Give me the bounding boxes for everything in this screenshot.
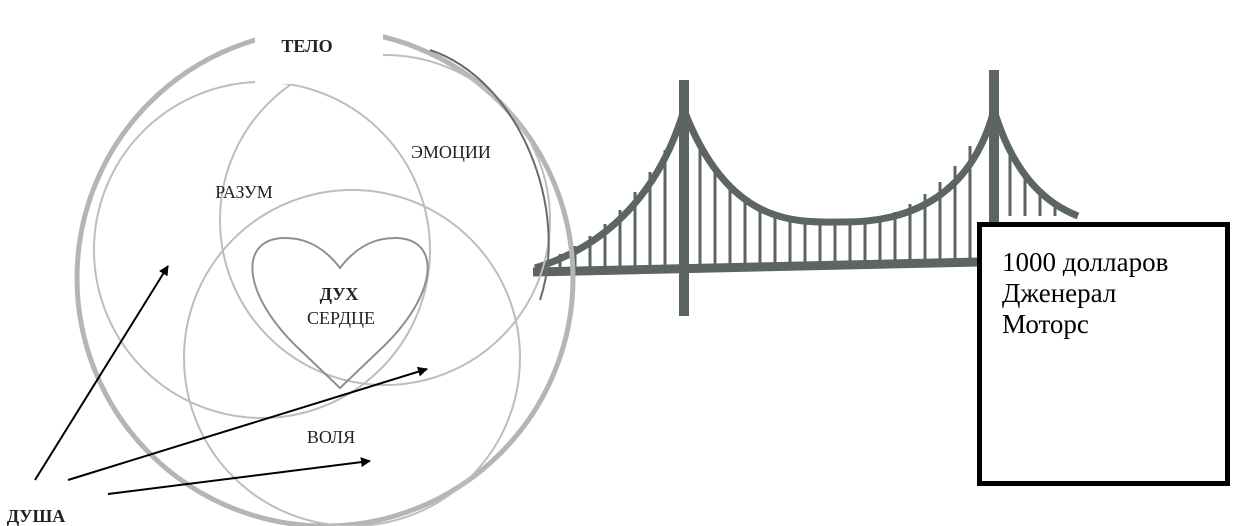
will-label: ВОЛЯ <box>307 427 355 447</box>
spirit-label: ДУХ <box>320 284 359 304</box>
soul-label: ДУША <box>7 506 66 526</box>
soul-circles <box>77 30 573 526</box>
mind-label: РАЗУМ <box>215 182 273 202</box>
emotions-label: ЭМОЦИИ <box>411 142 491 162</box>
body-label: ТЕЛО <box>281 36 332 56</box>
bridge-tower-left <box>679 80 689 316</box>
general-motors-box: 1000 долларов Дженерал Моторс <box>977 222 1230 486</box>
box-line-2: Дженерал <box>1002 278 1213 309</box>
box-line-3: Моторс <box>1002 309 1213 340</box>
bridge-deck <box>533 262 980 272</box>
will-circle <box>184 190 520 526</box>
heart-label: СЕРДЦЕ <box>307 308 375 328</box>
box-line-1: 1000 долларов <box>1002 247 1213 278</box>
arrow-to-will <box>108 461 370 494</box>
bridge-tower-right <box>989 70 999 240</box>
mind-circle <box>94 82 430 418</box>
